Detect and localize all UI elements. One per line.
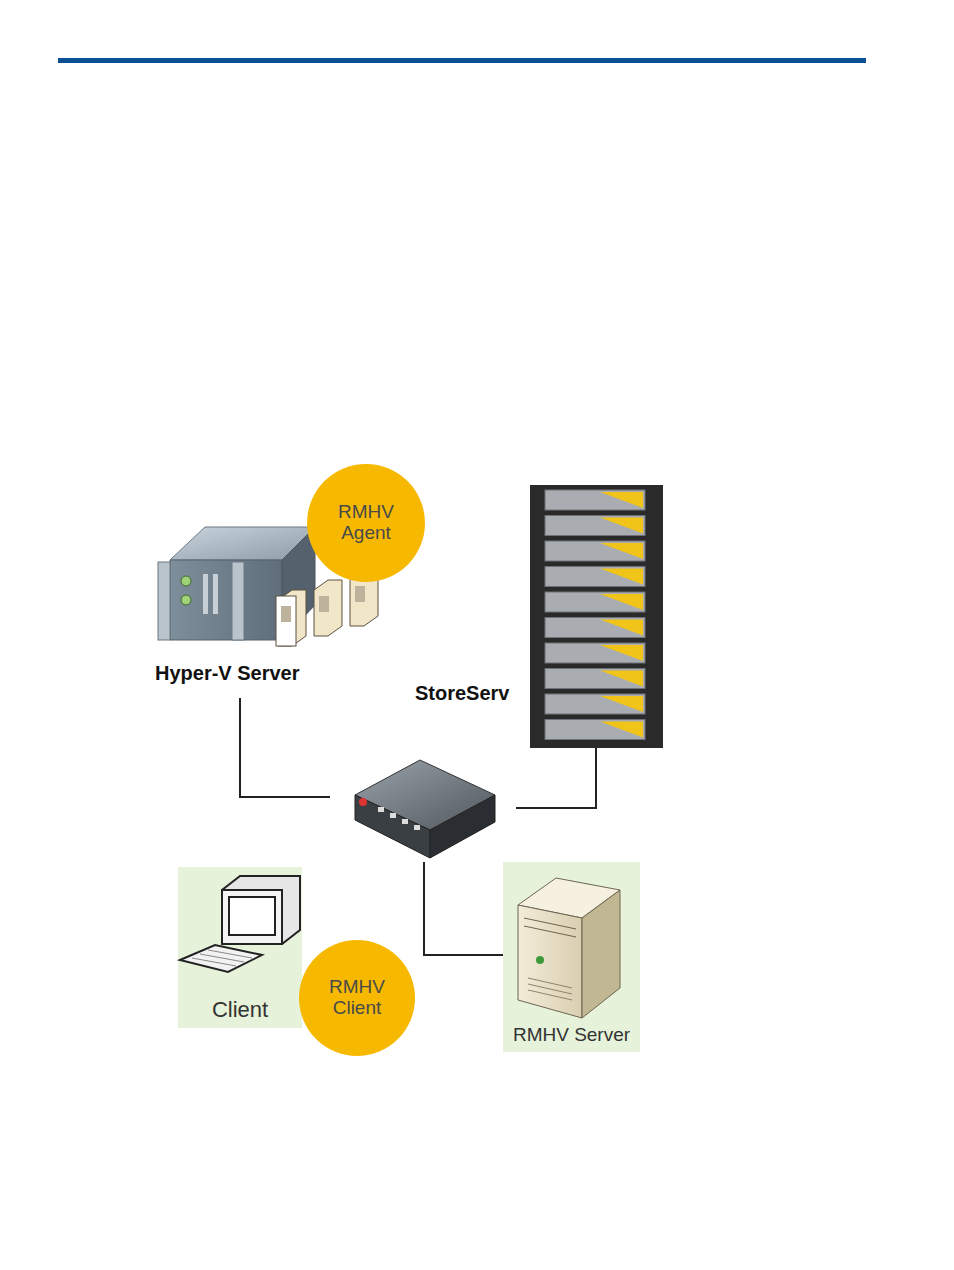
- device-box: Client: [178, 867, 302, 1028]
- device-box: RMHV Server: [503, 862, 640, 1052]
- server-ground: [503, 862, 640, 1052]
- network-switch: [355, 760, 495, 858]
- callout-circle: RMHV Agent: [307, 464, 425, 582]
- device-label: StoreServ: [415, 682, 510, 705]
- device-label: Hyper-V Server: [155, 662, 300, 685]
- node-text: Client: [178, 998, 302, 1022]
- node-text: RMHV Server: [503, 1025, 640, 1046]
- rmhv-server-icon: [518, 878, 620, 1018]
- client-pc-icon: [180, 876, 300, 972]
- node-text: RMHV Agent: [323, 502, 409, 543]
- storage-rack: [530, 485, 663, 748]
- header-rule: [58, 58, 866, 63]
- client-ground: [178, 867, 302, 1028]
- callout-circle: RMHV Client: [299, 940, 415, 1056]
- node-text: RMHV Client: [315, 977, 399, 1018]
